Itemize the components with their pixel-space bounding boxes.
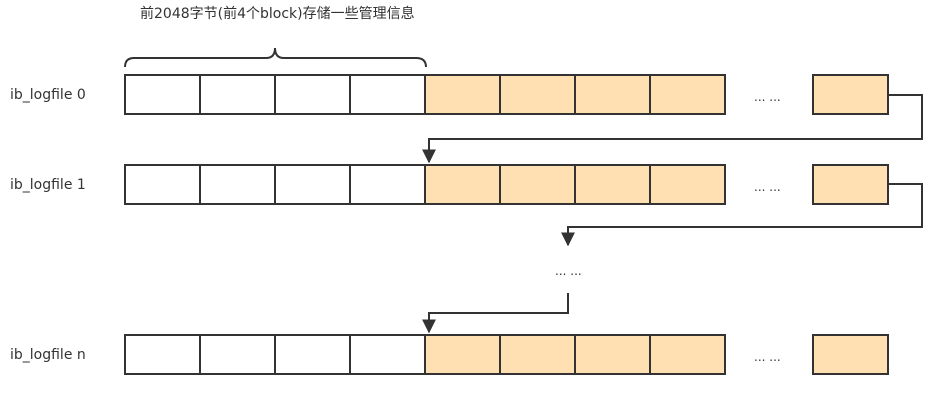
file-0-header-block-2 bbox=[199, 74, 276, 115]
file-0-data-block-3 bbox=[574, 74, 651, 115]
file-n-data-block-3 bbox=[574, 334, 651, 375]
file-0-tail-block bbox=[812, 74, 889, 115]
file-n-header-block-3 bbox=[274, 334, 351, 375]
file-n-header-block-1 bbox=[124, 334, 201, 375]
file-1-data-block-1 bbox=[424, 164, 501, 205]
connector-file0-to-file1 bbox=[422, 94, 923, 164]
file-n-data-block-4 bbox=[649, 334, 726, 375]
file-1-header-block-1 bbox=[124, 164, 201, 205]
file-n-data-block-1 bbox=[424, 334, 501, 375]
file-n-header-block-2 bbox=[199, 334, 276, 375]
file-1-tail-block bbox=[812, 164, 889, 205]
file-0-header-block-4 bbox=[349, 74, 426, 115]
file-1-data-block-2 bbox=[499, 164, 576, 205]
file-1-ellipsis: ... ... bbox=[754, 180, 781, 194]
brace-shape bbox=[124, 47, 427, 68]
file-0-data-block-2 bbox=[499, 74, 576, 115]
file-1-header-block-4 bbox=[349, 164, 426, 205]
file-n-label: ib_logfile n bbox=[10, 347, 86, 363]
file-0-data-block-1 bbox=[424, 74, 501, 115]
file-1-header-block-2 bbox=[199, 164, 276, 205]
file-1-data-block-3 bbox=[574, 164, 651, 205]
file-0-label: ib_logfile 0 bbox=[10, 87, 86, 103]
file-0-ellipsis: ... ... bbox=[754, 90, 781, 104]
connector-file1-to-ellipsis bbox=[561, 183, 923, 247]
middle-ellipsis: ... ... bbox=[555, 264, 582, 278]
file-n-header-block-4 bbox=[349, 334, 426, 375]
file-1-label: ib_logfile 1 bbox=[10, 177, 86, 193]
file-0-header-block-1 bbox=[124, 74, 201, 115]
file-1-data-block-4 bbox=[649, 164, 726, 205]
file-n-ellipsis: ... ... bbox=[754, 350, 781, 364]
file-0-data-block-4 bbox=[649, 74, 726, 115]
header-annotation: 前2048字节(前4个block)存储一些管理信息 bbox=[140, 6, 415, 22]
file-0-header-block-3 bbox=[274, 74, 351, 115]
file-n-tail-block bbox=[812, 334, 889, 375]
connector-ellipsis-to-filen bbox=[422, 293, 569, 334]
file-1-header-block-3 bbox=[274, 164, 351, 205]
file-n-data-block-2 bbox=[499, 334, 576, 375]
